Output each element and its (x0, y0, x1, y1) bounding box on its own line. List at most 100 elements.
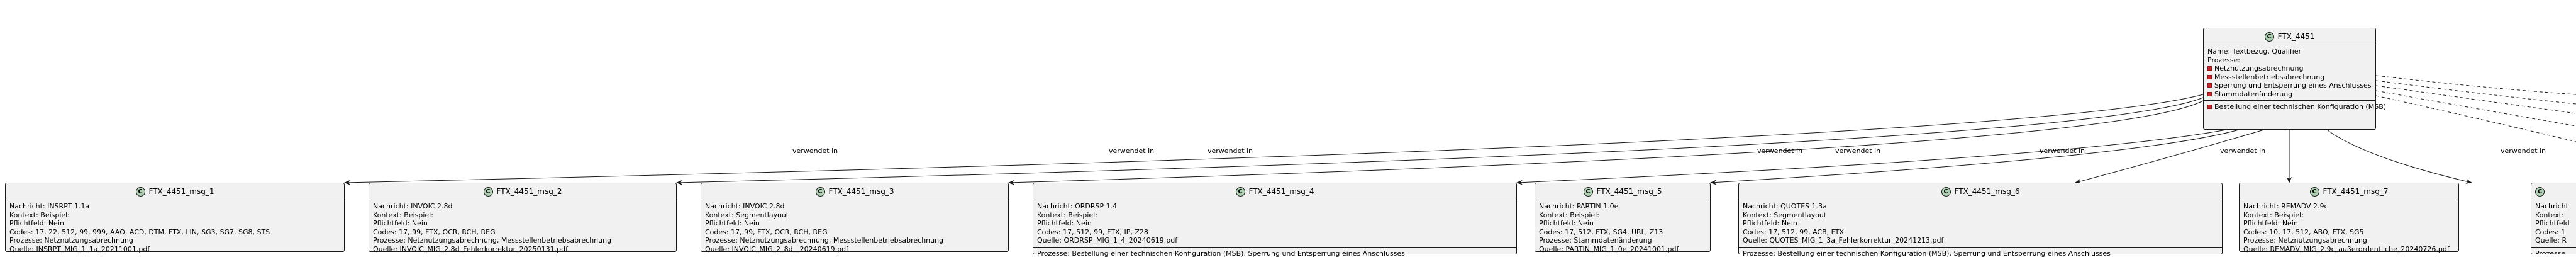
class-ftx-4451[interactable]: C FTX_4451 Name: Textbezug, Qualifier Pr… (2203, 28, 2386, 130)
edge-verwendet-in (1008, 100, 2204, 185)
attribute-line: Nachricht: PARTIN 1.0e (1539, 202, 1619, 210)
class-stereotype-icon: C (135, 186, 145, 197)
attribute-line: Quelle: INSRPT_MIG_1_1a_20211001.pdf (9, 244, 150, 253)
attribute-line: Codes: 17, 512, FTX, SG4, URL, Z13 (1539, 227, 1663, 236)
edge-dashed (2375, 80, 2576, 105)
class-header: C FTX_4451_msg_3 (701, 183, 1008, 200)
edge-dashed (2375, 75, 2576, 95)
attribute-line: Prozesse: Netznutzungsabrechnung, Messst… (705, 236, 944, 244)
class-msg-5[interactable]: C FTX_4451_msg_5 Nachricht: PARTIN 1.0e … (1535, 183, 1711, 253)
class-title: FTX_4451_msg_1 (148, 187, 214, 196)
class-stereotype-icon: C (815, 186, 825, 197)
attribute-line: Quelle: ORDRSP_MIG_1_4_20240619.pdf (1037, 236, 1178, 244)
attribute-line: Quelle: INVOIC_MIG_2_8d__20240619.pdf (705, 244, 848, 253)
class-header: C FTX_4451_msg_7 (2240, 183, 2458, 200)
class-title: FTX_4451_msg_7 (2323, 187, 2389, 196)
attribute-processes-label: Prozesse: (2207, 55, 2240, 64)
attribute-line: Prozesse (2535, 249, 2566, 254)
class-divider (2204, 100, 2375, 101)
attribute-line: Nachricht: INVOIC 2.8d (705, 202, 785, 210)
process-label: Bestellung einer technischen Konfigurati… (2214, 103, 2387, 111)
edge-label-msg-3: verwendet in (1208, 147, 1253, 155)
class-attributes: Nachricht: INSRPT 1.1a Kontext: Beispiel… (6, 200, 344, 256)
class-title: FTX_4451_msg_4 (1248, 187, 1314, 196)
class-stereotype-icon: C (1941, 186, 1951, 197)
class-title: FTX_4451_msg_6 (1954, 187, 2020, 196)
attribute-line: Quelle: INVOIC_MIG_2.8d_Fehlerkorrektur_… (373, 244, 568, 253)
class-stereotype-icon: C (1583, 186, 1593, 197)
class-divider (2531, 246, 2576, 248)
process-label: Messstellenbetriebsabrechnung (2214, 72, 2325, 81)
class-header: C FTX_4451_msg_5 (1535, 183, 1710, 200)
attribute-line: Codes: 17, 512, 99, FTX, IP, Z28 (1037, 227, 1148, 236)
edge-dashed (2375, 85, 2576, 114)
class-attributes: Nachricht: INVOIC 2.8d Kontext: Segmentl… (701, 200, 1008, 256)
attribute-line: Pflichtfeld: Nein (373, 219, 428, 227)
class-attributes: Nachricht: PARTIN 1.0e Kontext: Beispiel… (1535, 200, 1710, 256)
class-attributes: Nachricht Kontext: Pflichtfeld Codes: 1 … (2531, 200, 2576, 254)
class-divider (1739, 246, 2222, 248)
attribute-line: Quelle: QUOTES_MIG_1_3a_Fehlerkorrektur_… (1743, 236, 1944, 244)
attribute-line: Kontext: Beispiel: (373, 210, 433, 219)
edge-label-msg-7: verwendet in (2220, 147, 2266, 155)
edge-verwendet-in (676, 97, 2204, 185)
class-msg-8-partial[interactable]: C Nachricht Kontext: Pflichtfeld Codes: … (2531, 183, 2576, 254)
process-item: Messstellenbetriebsabrechnung (2207, 73, 2372, 82)
edge-label-msg-2: verwendet in (1109, 147, 1155, 155)
process-bullet-icon (2207, 105, 2212, 110)
class-msg-3[interactable]: C FTX_4451_msg_3 Nachricht: INVOIC 2.8d … (701, 183, 1009, 253)
attribute-line: Codes: 17, 22, 512, 99, 999, AAO, ACD, D… (9, 227, 270, 236)
class-stereotype-icon: C (2309, 186, 2319, 197)
process-label: Stammdatenänderung (2214, 89, 2293, 98)
attribute-line: Codes: 1 (2535, 227, 2566, 236)
edge-verwendet-in (344, 94, 2204, 185)
attribute-name: Name: Textbezug, Qualifier (2207, 47, 2302, 55)
attribute-line: Prozesse: Netznutzungsabrechnung (2243, 236, 2367, 244)
class-msg-4[interactable]: C FTX_4451_msg_4 Nachricht: ORDRSP 1.4 K… (1033, 183, 1517, 258)
attribute-line: Quelle: PARTIN_MIG_1_0e_20241001.pdf (1539, 244, 1679, 253)
attribute-line: Nachricht: INSRPT 1.1a (9, 202, 90, 210)
attribute-line: Nachricht (2535, 202, 2568, 210)
attribute-line: Kontext: Beispiel: (2243, 210, 2304, 219)
process-item: Sperrung und Entsperrung eines Anschluss… (2207, 81, 2372, 90)
class-attributes: Nachricht: REMADV 2.9c Kontext: Beispiel… (2240, 200, 2458, 256)
edge-label-msg-6: verwendet in (2040, 147, 2085, 155)
process-label: Sperrung und Entsperrung eines Anschluss… (2214, 81, 2372, 89)
attribute-line: Codes: 17, 512, 99, ACB, FTX (1743, 227, 1845, 236)
class-stereotype-icon: C (483, 186, 493, 197)
attribute-line: Kontext: (2535, 210, 2564, 219)
edge-verwendet-in (1710, 129, 2240, 185)
edge-verwendet-in (2075, 129, 2265, 184)
attribute-line: Prozesse: Netznutzungsabrechnung, Messst… (373, 236, 612, 244)
attribute-line: Kontext: Beispiel: (9, 210, 70, 219)
edge-label-msg-1: verwendet in (792, 147, 838, 155)
attribute-line: Pflichtfeld (2535, 219, 2570, 227)
class-title: FTX_4451_msg_3 (828, 187, 894, 196)
attribute-line: Kontext: Segmentlayout (1743, 210, 1827, 219)
attribute-line: Kontext: Beispiel: (1037, 210, 1097, 219)
edge-label-msg-4: verwendet in (1757, 147, 1803, 155)
class-stereotype-icon: C (2535, 186, 2545, 197)
class-title: FTX_4451_msg_5 (1596, 187, 1662, 196)
class-attributes: Nachricht: ORDRSP 1.4 Kontext: Beispiel:… (1033, 200, 1516, 260)
attribute-line: Pflichtfeld: Nein (1539, 219, 1594, 227)
attribute-line: Codes: 17, 99, FTX, OCR, RCH, REG (705, 227, 828, 236)
class-msg-1[interactable]: C FTX_4451_msg_1 Nachricht: INSRPT 1.1a … (5, 183, 345, 253)
class-msg-2[interactable]: C FTX_4451_msg_2 Nachricht: INVOIC 2.8d … (369, 183, 677, 253)
class-msg-7[interactable]: C FTX_4451_msg_7 Nachricht: REMADV 2.9c … (2239, 183, 2459, 253)
attribute-line: Kontext: Segmentlayout (705, 210, 789, 219)
class-stereotype-icon: C (2264, 31, 2274, 42)
class-stereotype-icon: C (1235, 186, 1245, 197)
attribute-line: Pflichtfeld: Nein (1037, 219, 1092, 227)
process-bullet-icon (2207, 91, 2212, 96)
attribute-line: Pflichtfeld: Nein (1743, 219, 1797, 227)
process-bullet-icon (2207, 83, 2212, 88)
process-bullet-icon (2207, 74, 2212, 79)
class-header: C FTX_4451_msg_6 (1739, 183, 2222, 200)
attribute-line: Nachricht: ORDRSP 1.4 (1037, 202, 1118, 210)
class-header: C FTX_4451_msg_1 (6, 183, 344, 200)
class-msg-6[interactable]: C FTX_4451_msg_6 Nachricht: QUOTES 1.3a … (1738, 183, 2223, 258)
attribute-line: Prozesse: Bestellung einer technischen K… (1037, 249, 1405, 258)
process-bullet-icon (2207, 66, 2212, 71)
